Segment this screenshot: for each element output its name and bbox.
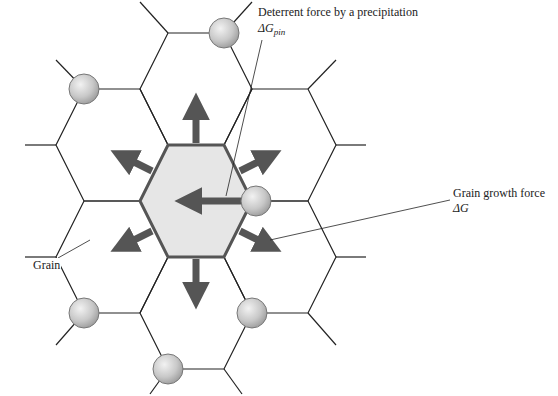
force-subscript: pin	[274, 27, 286, 37]
precipitates	[69, 18, 271, 384]
callout-label: Deterrent force by a precipitation	[257, 5, 419, 19]
part-label: Grain	[32, 258, 61, 272]
leader-lines	[58, 40, 450, 258]
grain-boundaries	[25, 2, 366, 394]
force-symbol: ΔG	[452, 201, 470, 215]
pinning-arrow	[194, 198, 246, 205]
force-symbol: ΔG	[258, 21, 274, 35]
force-symbol-group: ΔGpin	[257, 21, 286, 36]
central-grain	[140, 145, 252, 257]
callout-label: Grain growth force	[452, 186, 546, 200]
